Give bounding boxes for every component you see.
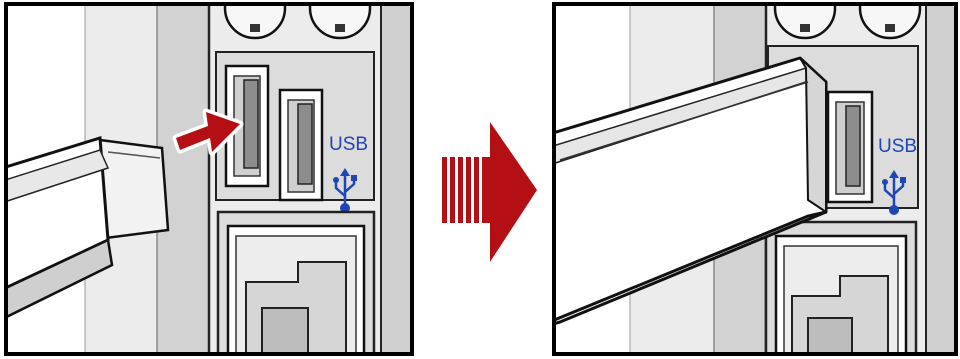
usb-label: USB bbox=[329, 134, 368, 155]
transition-arrow-icon bbox=[442, 122, 537, 262]
before-panel: USB bbox=[0, 0, 412, 359]
lower-port bbox=[218, 212, 374, 359]
after-panel: USB bbox=[530, 0, 956, 359]
usb-label: USB bbox=[878, 136, 917, 157]
usb-port-2 bbox=[828, 92, 872, 202]
lower-port bbox=[766, 222, 916, 359]
usb-port-2 bbox=[280, 90, 322, 200]
